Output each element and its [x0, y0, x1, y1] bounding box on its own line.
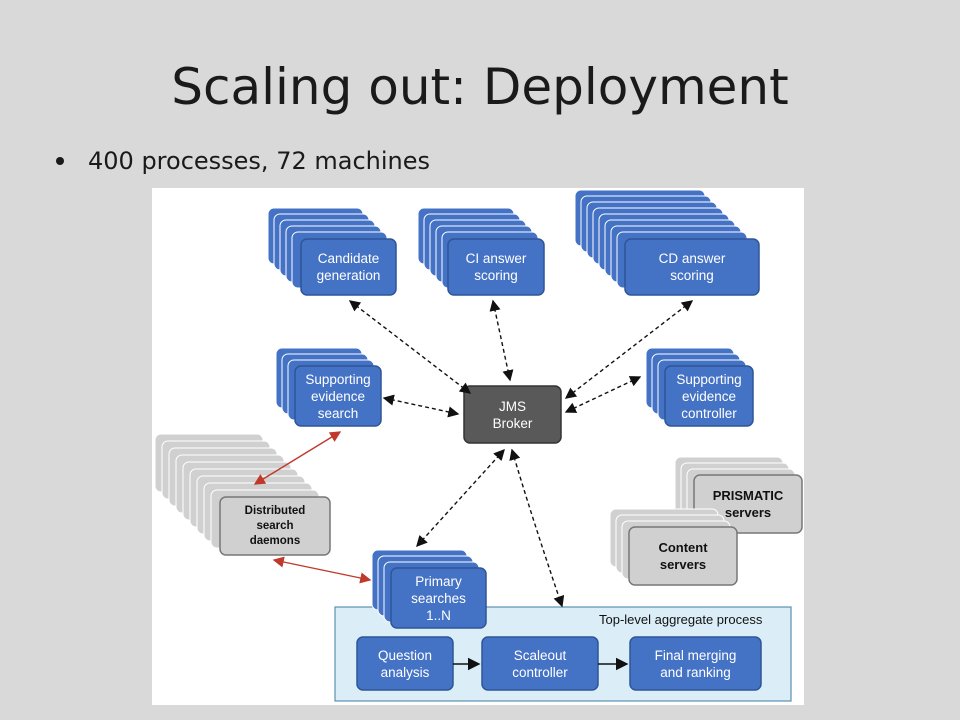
candidate-generation-stack [267, 207, 397, 296]
aggregate-process-label: Top-level aggregate process [599, 612, 763, 627]
supporting-evidence-controller-label: Supporting evidence controller [676, 371, 742, 421]
link-cd-broker [564, 300, 694, 399]
final-merging-box [629, 636, 762, 691]
ci-answer-scoring-label: CI answer scoring [465, 251, 527, 283]
distributed-search-daemons-label: Distributed search daemons [244, 504, 306, 547]
final-merging-label: Final merging and ranking [654, 647, 737, 680]
content-servers-label: Content servers [658, 540, 708, 572]
link-sec-broker [564, 376, 642, 413]
deployment-diagram: Candidate generation CI answer scoring C… [152, 188, 804, 705]
cd-answer-scoring-label: CD answer scoring [658, 251, 726, 283]
supporting-evidence-search-label: Supporting evidence search [305, 371, 371, 421]
link-candidate-broker [348, 300, 472, 394]
cd-answer-scoring-stack [574, 189, 760, 296]
link-primary-broker [416, 448, 505, 548]
jms-broker-label: JMS Broker [492, 398, 533, 431]
distributed-search-daemons-stack [154, 433, 331, 556]
link-ses-daemons [253, 431, 342, 485]
scaleout-controller-label: Scaleout controller [512, 647, 568, 680]
prismatic-servers-label: PRISMATIC servers [712, 488, 784, 520]
question-analysis-label: Question analysis [377, 647, 433, 680]
jms-broker-box [463, 385, 562, 444]
bullet-dot-icon [56, 157, 64, 165]
ci-answer-scoring-stack [417, 207, 545, 296]
bullet-item: 400 processes, 72 machines [56, 147, 430, 175]
link-ci-broker [489, 299, 514, 382]
primary-searches-label: Primary searches 1..N [411, 573, 466, 623]
bullet-text: 400 processes, 72 machines [88, 147, 430, 175]
content-servers-stack [609, 508, 738, 586]
diagram-canvas [154, 189, 803, 702]
primary-searches-stack [371, 549, 487, 629]
candidate-generation-label: Candidate generation [316, 251, 381, 283]
link-ses-broker [382, 394, 460, 418]
link-daemons-primary [272, 556, 372, 584]
link-aggregate-broker [509, 448, 565, 608]
slide-title: Scaling out: Deployment [171, 58, 789, 116]
